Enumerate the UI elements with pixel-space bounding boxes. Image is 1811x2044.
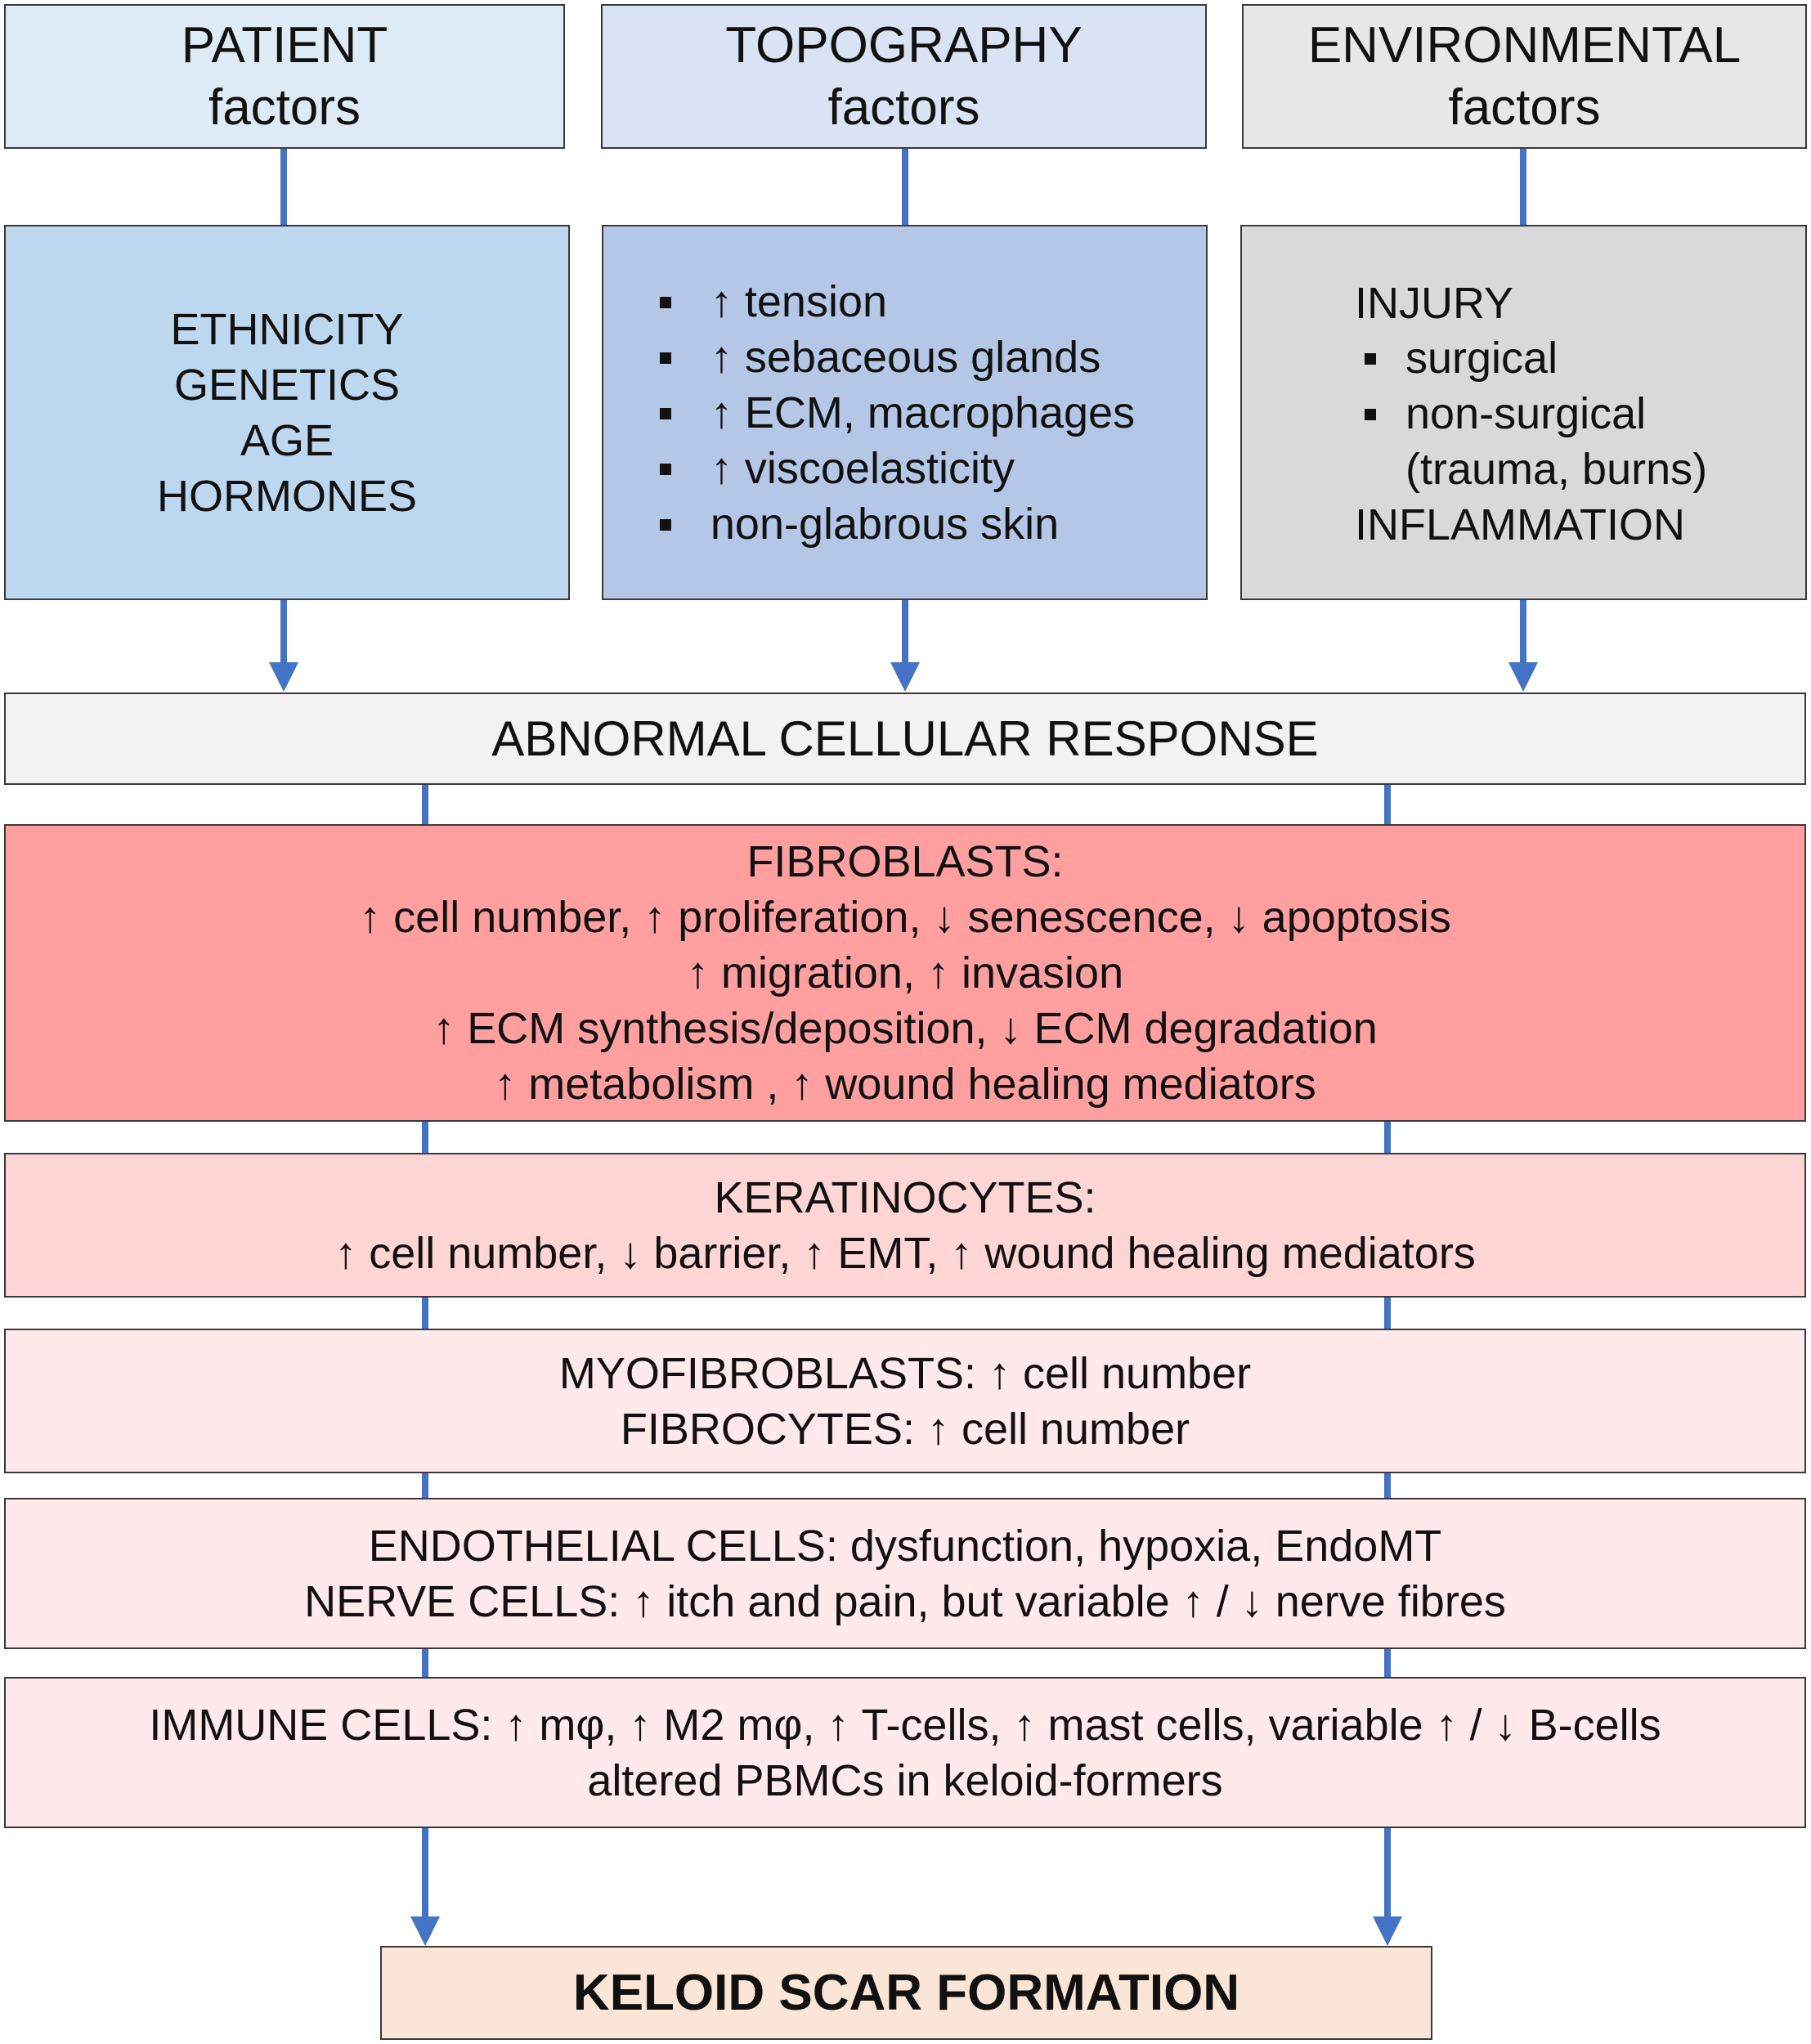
patient-header-line-1: PATIENT	[181, 16, 388, 74]
fibroblasts-box: FIBROBLASTS: ↑ cell number, ↑ proliferat…	[4, 824, 1806, 1122]
keratinocytes-box: KERATINOCYTES: ↑ cell number, ↓ barrier,…	[4, 1153, 1806, 1298]
connector-environmental	[1520, 147, 1526, 229]
topography-header-line-1: TOPOGRAPHY	[725, 16, 1083, 74]
topography-factor-item: ↑ viscoelasticity	[658, 441, 1135, 496]
bullet-square-icon	[659, 407, 671, 419]
abnormal-response-label: ABNORMAL CELLULAR RESPONSE	[491, 710, 1319, 766]
bullet-square-icon	[1365, 353, 1376, 365]
connector-right-1	[1384, 783, 1391, 826]
topography-factor-item: ↑ tension	[658, 274, 1135, 329]
topography-factor-item: ↑ ECM, macrophages	[658, 385, 1135, 441]
topography-factors-box: ↑ tension ↑ sebaceous glands ↑ ECM, macr…	[602, 225, 1208, 600]
keloid-outcome-box: KELOID SCAR FORMATION	[380, 1946, 1432, 2040]
connector-left-3	[422, 1296, 428, 1330]
topography-factor-text: ↑ tension	[710, 276, 888, 326]
connector-right-2	[1384, 1120, 1391, 1154]
arrow-shaft-environmental	[1520, 598, 1526, 664]
fibroblasts-line: ↑ migration, ↑ invasion	[686, 948, 1124, 997]
arrow-shaft-right-outcome	[1384, 1827, 1391, 1918]
fibroblasts-title: FIBROBLASTS:	[746, 837, 1064, 886]
connector-topography	[902, 147, 908, 229]
bullet-square-icon	[659, 296, 671, 308]
environmental-header: ENVIRONMENTAL factors	[1242, 4, 1807, 149]
patient-header-line-2: factors	[208, 78, 361, 136]
myofibroblasts-line: MYOFIBROBLASTS: ↑ cell number	[558, 1348, 1252, 1398]
keratinocytes-title: KERATINOCYTES:	[714, 1172, 1096, 1222]
fibroblasts-line: ↑ metabolism , ↑ wound healing mediators	[494, 1060, 1316, 1109]
topography-header-line-2: factors	[827, 78, 980, 136]
immune-pbmc-line: altered PBMCs in keloid-formers	[587, 1755, 1223, 1805]
arrow-shaft-topography	[902, 598, 908, 664]
arrow-head-patient	[269, 662, 298, 692]
fibroblasts-line: ↑ cell number, ↑ proliferation, ↓ senesc…	[359, 893, 1451, 942]
fibroblasts-line: ↑ ECM synthesis/deposition, ↓ ECM degrad…	[433, 1004, 1378, 1053]
environmental-header-line-1: ENVIRONMENTAL	[1307, 16, 1742, 74]
bullet-square-icon	[659, 518, 671, 531]
patient-factor-ethnicity: ETHNICITY	[170, 304, 404, 354]
connector-left-5	[422, 1647, 428, 1679]
topography-factor-text: ↑ viscoelasticity	[710, 443, 1015, 493]
connector-right-5	[1384, 1647, 1391, 1679]
topography-factor-text: non-glabrous skin	[710, 499, 1060, 549]
immune-line: IMMUNE CELLS: ↑ mφ, ↑ M2 mφ, ↑ T-cells, …	[149, 1700, 1661, 1750]
arrow-head-topography	[890, 662, 920, 692]
keloid-outcome-label: KELOID SCAR FORMATION	[572, 1965, 1240, 2021]
bullet-square-icon	[1365, 409, 1376, 420]
arrow-shaft-patient	[280, 598, 287, 664]
keratinocytes-line: ↑ cell number, ↓ barrier, ↑ EMT, ↑ wound…	[334, 1228, 1476, 1278]
arrow-shaft-left-outcome	[422, 1827, 428, 1918]
abnormal-response-box: ABNORMAL CELLULAR RESPONSE	[4, 693, 1806, 785]
nerve-line: NERVE CELLS: ↑ itch and pain, but variab…	[304, 1576, 1506, 1626]
injury-item-non-surgical: non-surgical	[1405, 389, 1647, 438]
connector-left-1	[422, 783, 428, 826]
patient-factor-age: AGE	[240, 415, 334, 465]
endothelial-nerve-box: ENDOTHELIAL CELLS: dysfunction, hypoxia,…	[4, 1498, 1806, 1649]
patient-header: PATIENT factors	[4, 4, 565, 149]
topography-header: TOPOGRAPHY factors	[601, 4, 1207, 149]
injury-item-surgical: surgical	[1405, 334, 1558, 383]
arrow-head-environmental	[1508, 662, 1538, 692]
arrow-head-right-outcome	[1373, 1916, 1402, 1946]
topography-factor-item: non-glabrous skin	[658, 496, 1135, 552]
patient-factor-genetics: GENETICS	[173, 360, 401, 410]
topography-factor-list: ↑ tension ↑ sebaceous glands ↑ ECM, macr…	[658, 274, 1135, 552]
myofibroblasts-box: MYOFIBROBLASTS: ↑ cell number FIBROCYTES…	[4, 1329, 1806, 1473]
patient-factor-hormones: HORMONES	[156, 471, 417, 521]
connector-right-4	[1384, 1472, 1391, 1499]
endothelial-line: ENDOTHELIAL CELLS: dysfunction, hypoxia,…	[368, 1521, 1442, 1571]
injury-title: INJURY	[1355, 279, 1514, 328]
topography-factor-text: ↑ sebaceous glands	[710, 332, 1101, 382]
environmental-factors-box: INJURY surgical non-surgical (trauma, bu…	[1240, 225, 1807, 600]
immune-box: IMMUNE CELLS: ↑ mφ, ↑ M2 mφ, ↑ T-cells, …	[4, 1677, 1806, 1828]
bullet-square-icon	[659, 352, 671, 364]
injury-note: (trauma, burns)	[1405, 445, 1708, 494]
connector-right-3	[1384, 1296, 1391, 1330]
environmental-header-line-2: factors	[1448, 78, 1601, 136]
connector-left-2	[422, 1120, 428, 1154]
fibrocytes-line: FIBROCYTES: ↑ cell number	[620, 1404, 1190, 1454]
topography-factor-text: ↑ ECM, macrophages	[710, 388, 1136, 437]
patient-factors-box: ETHNICITY GENETICS AGE HORMONES	[4, 225, 570, 600]
connector-patient	[280, 147, 287, 229]
inflammation-label: INFLAMMATION	[1355, 500, 1685, 549]
bullet-square-icon	[659, 463, 671, 475]
connector-left-4	[422, 1472, 428, 1499]
topography-factor-item: ↑ sebaceous glands	[658, 329, 1135, 385]
arrow-head-left-outcome	[410, 1916, 440, 1946]
